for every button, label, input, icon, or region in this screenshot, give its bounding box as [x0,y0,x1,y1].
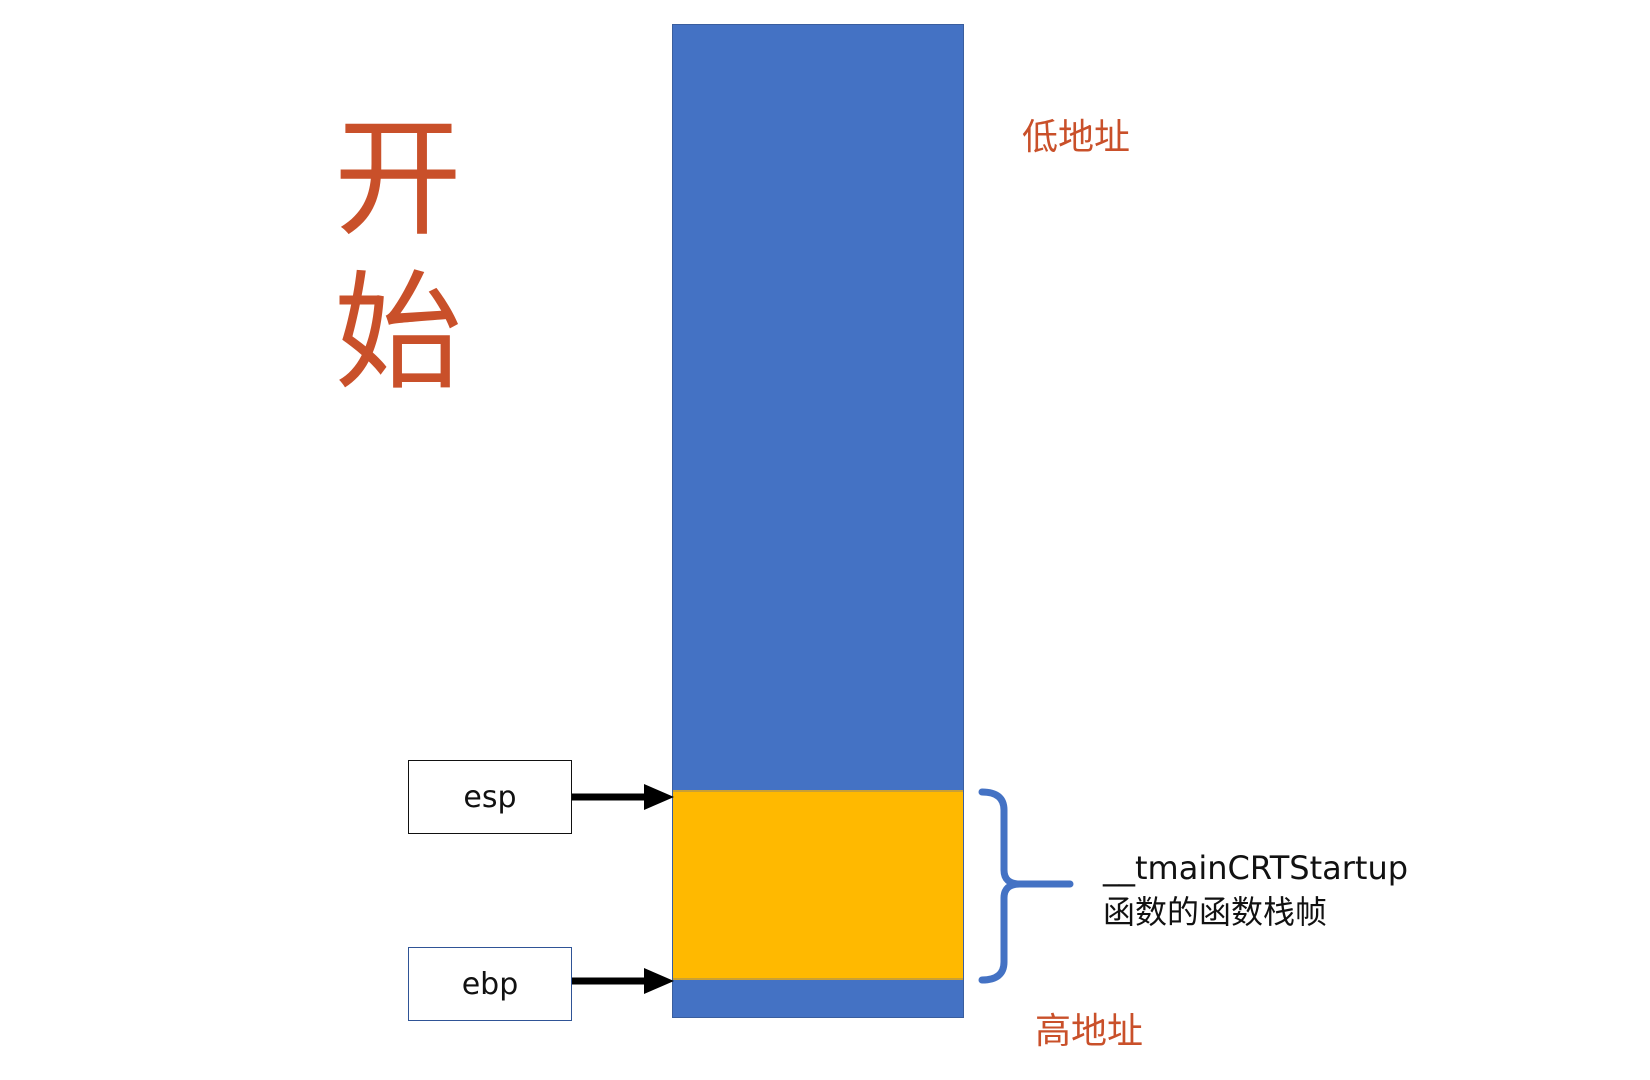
ebp-pointer-arrow [572,968,674,994]
esp-pointer-arrow [572,784,674,810]
esp-label: esp [463,779,517,815]
ebp-label: ebp [461,966,519,1002]
frame-caption-description: 函数的函数栈帧 [1103,893,1328,931]
frame-caption: __tmainCRTStartup 函数的函数栈帧 [1103,846,1408,934]
frame-brace [978,788,1074,984]
title-char-start-1: 开 [333,105,462,254]
frame-caption-function-name: __tmainCRTStartup [1103,849,1409,887]
tmaincrtstartup-stack-frame [673,790,963,980]
title-char-start-2: 始 [333,259,462,408]
high-address-label: 高地址 [1035,1011,1144,1052]
low-address-label: 低地址 [1022,117,1131,158]
esp-register-box: esp [408,760,572,834]
ebp-register-box: ebp [408,947,572,1021]
